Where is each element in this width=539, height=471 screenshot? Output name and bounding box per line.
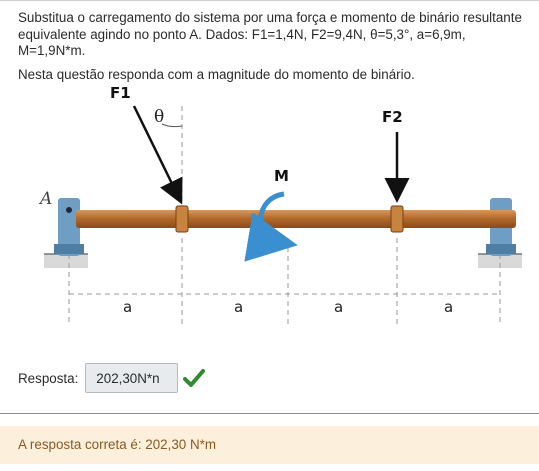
moment-arrow — [244, 191, 298, 262]
segment-label-2: a — [234, 298, 243, 316]
point-a-label: A — [38, 189, 52, 209]
theta-label: θ — [154, 107, 164, 127]
segment-label-1: a — [123, 298, 132, 316]
f2-label: F2 — [382, 108, 403, 126]
collar-f1 — [175, 205, 189, 233]
left-ground — [44, 253, 88, 268]
feedback-divider — [0, 413, 539, 414]
problem-figure: F1 θ F2 M A a a a a — [16, 78, 528, 332]
segment-label-3: a — [334, 298, 343, 316]
question-instruction: Nesta questão responda com a magnitude d… — [18, 66, 415, 82]
feedback-text: A resposta correta é: 202,30 N*m — [18, 437, 216, 452]
beam — [76, 210, 516, 228]
f1-label: F1 — [110, 84, 131, 102]
theta-arc — [161, 123, 183, 128]
top-border — [0, 0, 539, 1]
answer-row: Resposta: 202,30N*n — [18, 362, 206, 394]
answer-label: Resposta: — [18, 370, 79, 386]
check-icon — [183, 368, 206, 388]
moment-label: M — [274, 167, 289, 185]
question-statement: Substitua o carregamento do sistema por … — [18, 10, 522, 58]
beam-diagram: F1 θ F2 M A a a a a — [38, 84, 522, 324]
answer-input[interactable]: 202,30N*n — [85, 363, 179, 393]
collar-f2 — [390, 205, 404, 233]
left-support — [54, 198, 84, 256]
question-text: Substitua o carregamento do sistema por … — [18, 10, 533, 83]
correct-answer-feedback: A resposta correta é: 202,30 N*m — [0, 426, 539, 464]
f1-arrow — [132, 105, 183, 205]
dimension-guides — [68, 106, 501, 324]
segment-label-4: a — [444, 298, 453, 316]
